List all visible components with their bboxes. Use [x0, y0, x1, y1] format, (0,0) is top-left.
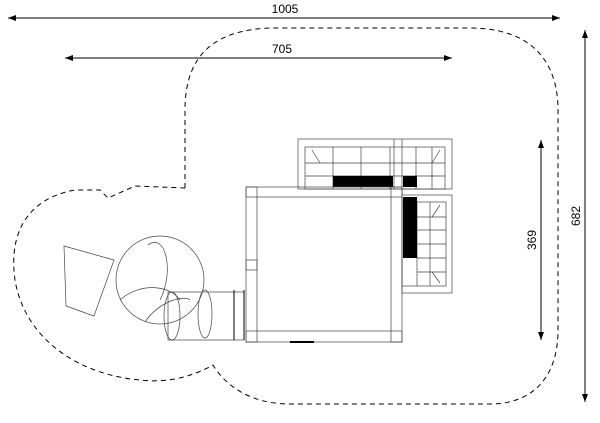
black-panel: [403, 176, 417, 187]
main-tower-platform: [245, 186, 403, 343]
side-platform: [401, 194, 453, 294]
dim-label-equipment-width: 705: [272, 42, 292, 56]
black-panel: [333, 176, 393, 187]
dim-label-equipment-depth: 369: [525, 230, 539, 250]
safety-zone-outline: [13, 27, 559, 405]
upper-platform: [297, 138, 453, 190]
dim-label-overall-width: 1005: [272, 2, 299, 16]
dim-label-overall-depth: 682: [569, 206, 583, 226]
tube-slide: [63, 235, 245, 341]
slide-exit: [63, 245, 115, 317]
black-panel: [403, 197, 417, 258]
